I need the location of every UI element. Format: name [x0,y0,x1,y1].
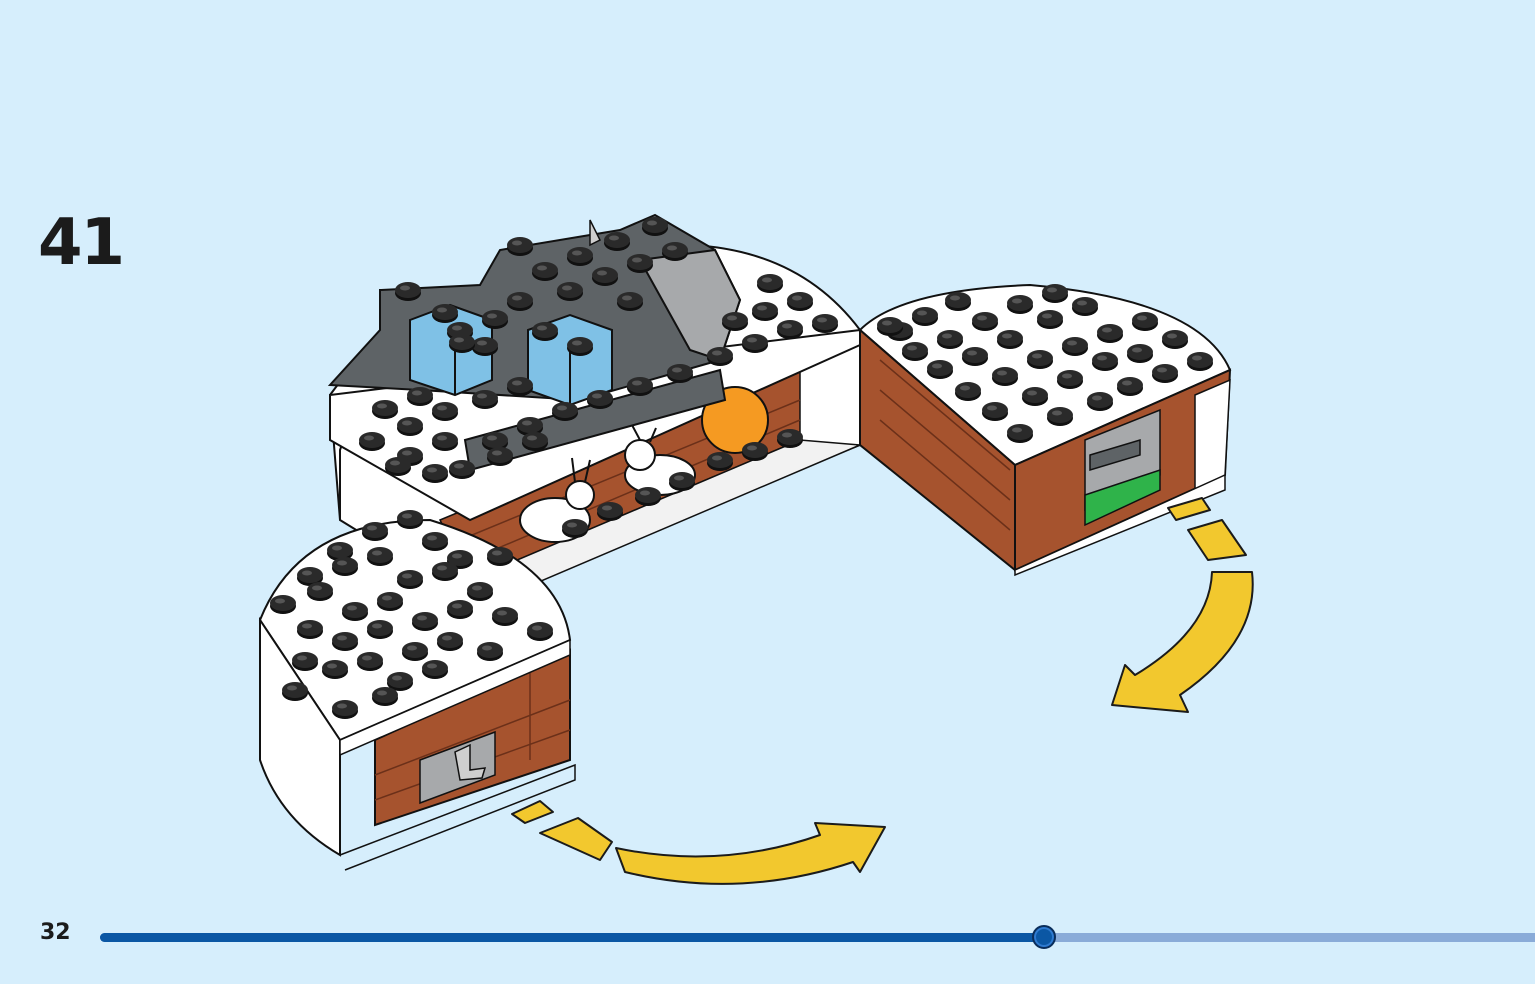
step-number: 41 [38,206,125,280]
rotate-arrow-right-icon [1111,497,1254,713]
progress-knob[interactable] [1032,925,1056,949]
left-base [258,518,576,871]
right-base [858,283,1232,577]
page-number: 32 [40,920,71,945]
progress-bar [100,925,1535,949]
rotate-arrow-bottom-icon [511,800,886,885]
orange-round-tile [701,386,769,454]
progress-fill [100,933,1044,942]
